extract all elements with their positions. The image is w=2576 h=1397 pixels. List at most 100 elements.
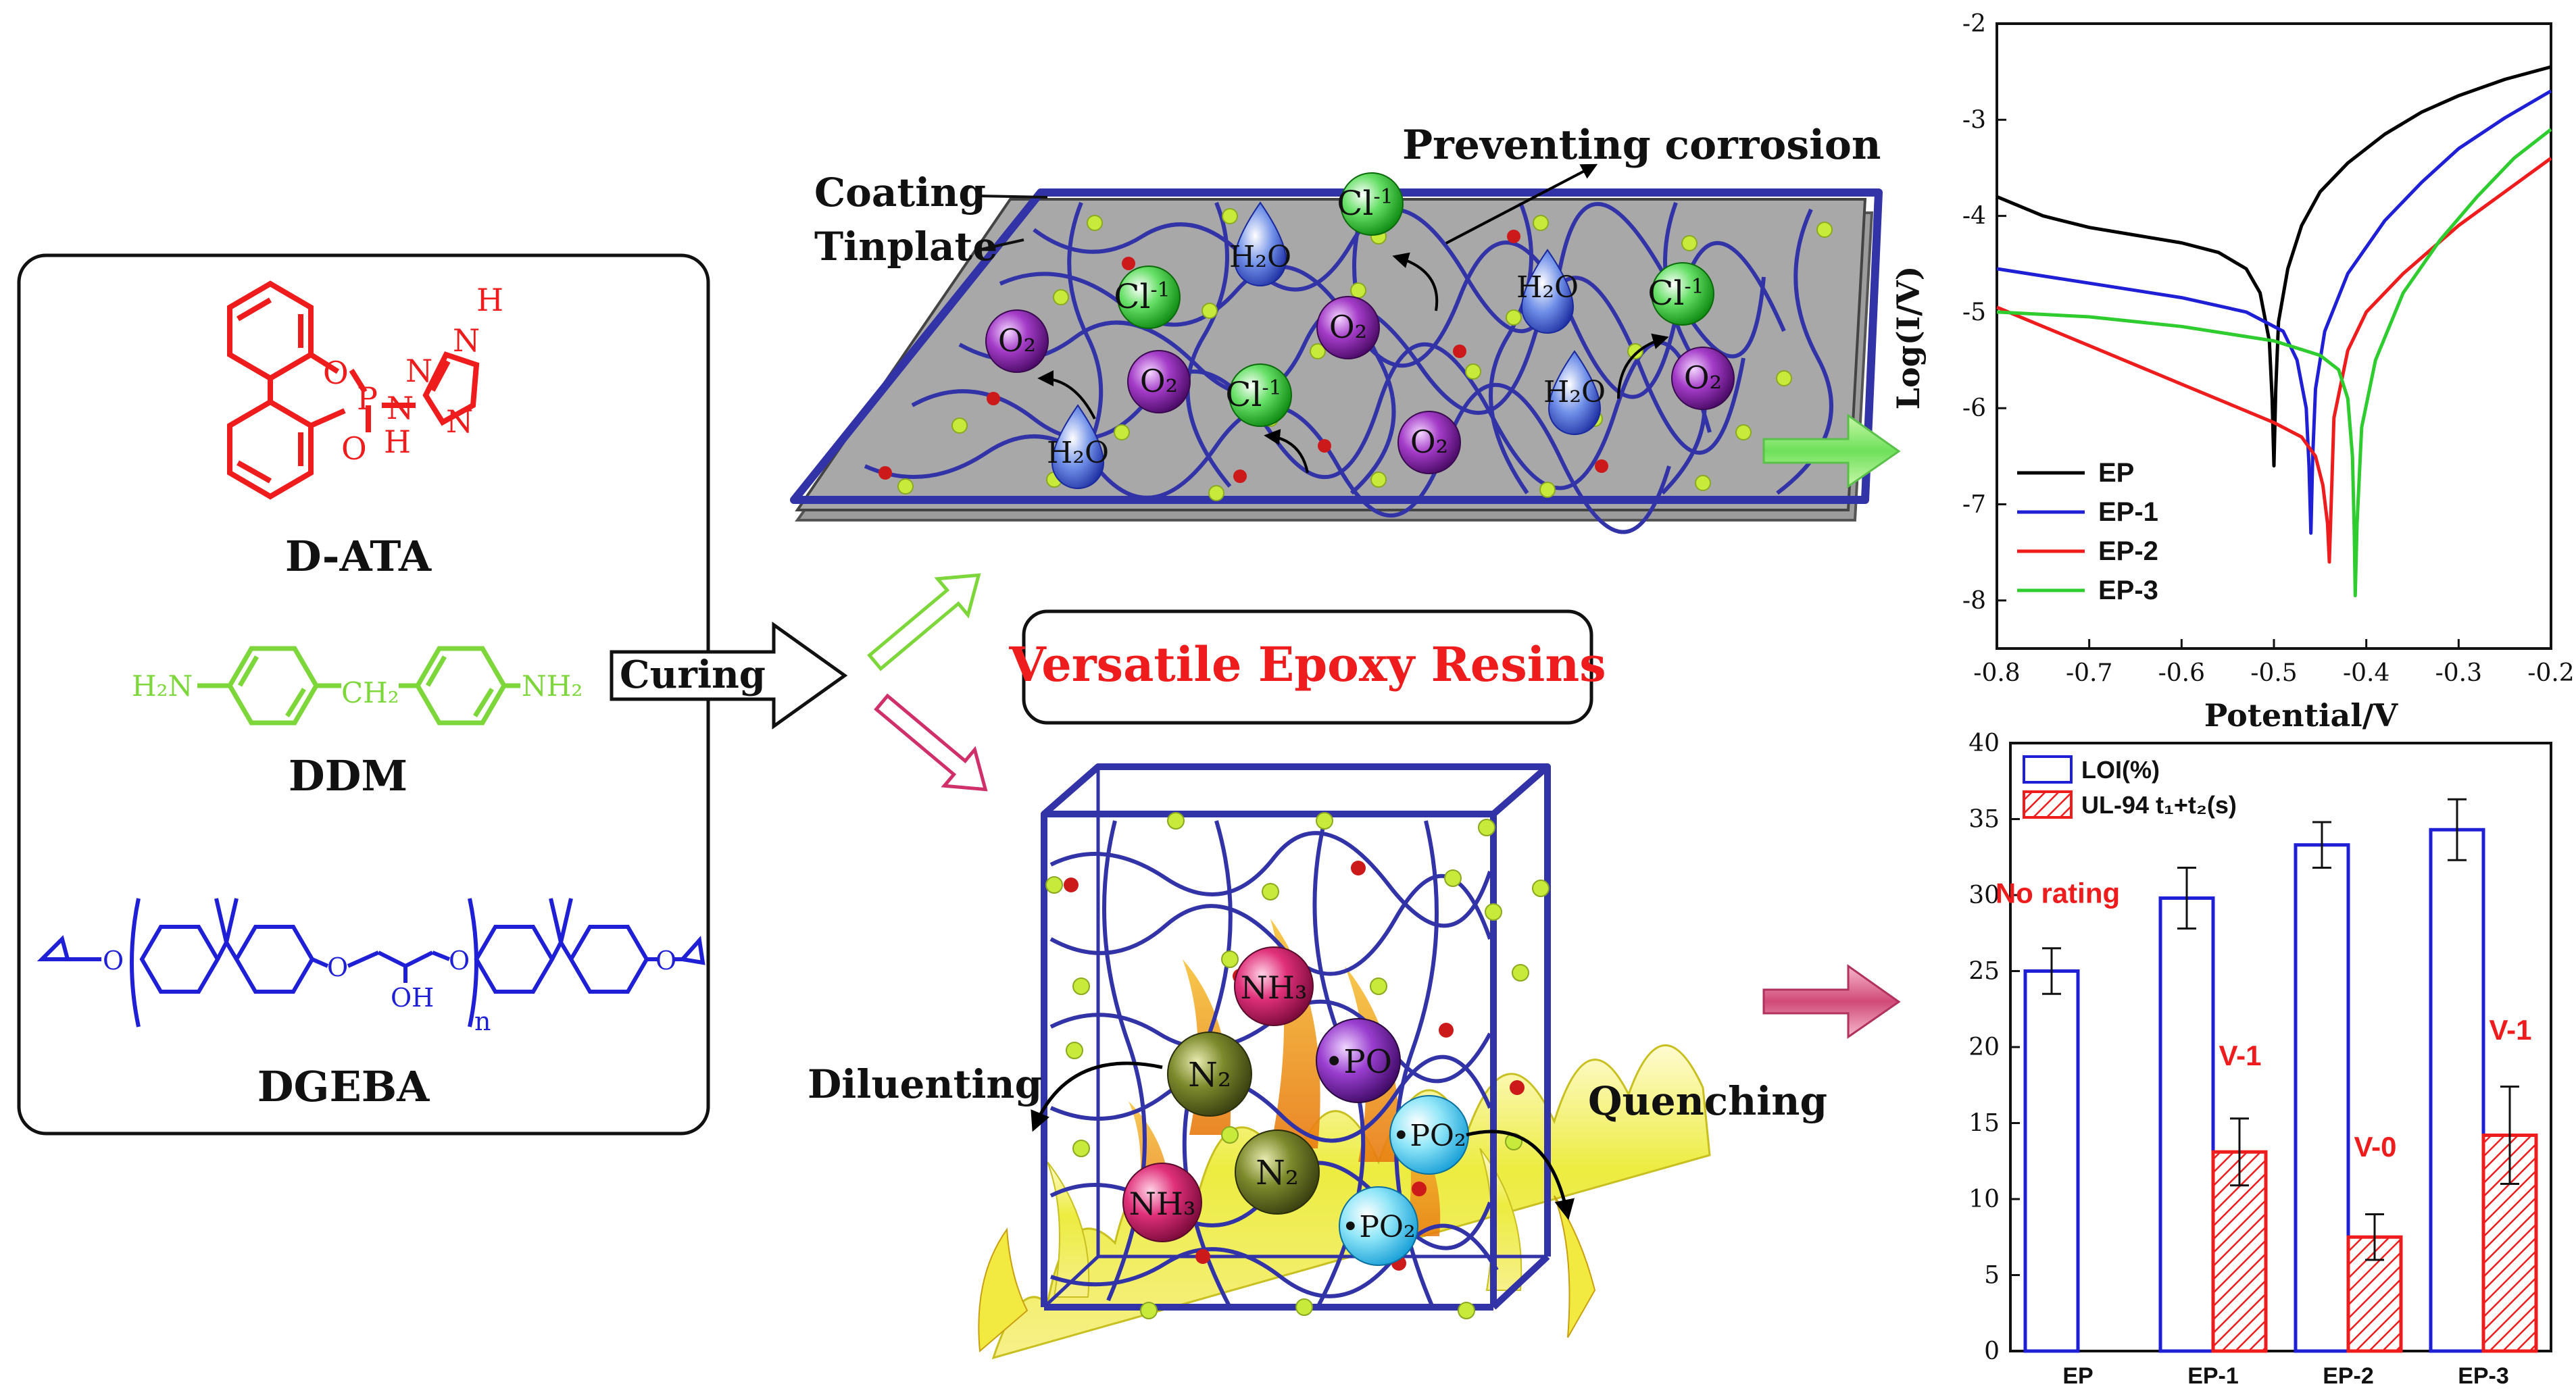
polarization-x-tick-label: -0.4 xyxy=(2343,659,2389,687)
polarization-x-tick-label: -0.6 xyxy=(2158,659,2205,687)
dgeba-atom-o3: O xyxy=(449,946,470,975)
nh3-molecule-2: NH₃ xyxy=(1122,1163,1202,1242)
bar-y-tick-label: 25 xyxy=(1968,958,2000,986)
water-drop-2: H₂O xyxy=(1516,249,1579,334)
bar-y-tick-label: 30 xyxy=(1968,882,2000,909)
coating-network-frame xyxy=(790,188,1883,504)
polarization-legend-label: EP-1 xyxy=(2098,497,2158,527)
polarization-y-tick-label: -7 xyxy=(1962,491,1986,519)
svg-text:O₂: O₂ xyxy=(1410,424,1448,460)
center-title: Versatile Epoxy Resins xyxy=(1008,636,1606,692)
diluenting-label: Diluenting xyxy=(808,1061,1042,1107)
svg-text:NH₃: NH₃ xyxy=(1129,1186,1196,1222)
dgeba-repeat-n: n xyxy=(474,1007,491,1036)
d-ata-atoms: O P O N H N N H N xyxy=(323,282,503,467)
o2-molecule-2: O₂ xyxy=(1127,350,1191,413)
svg-text:•PO: •PO xyxy=(1324,1043,1392,1081)
polarization-legend-label: EP xyxy=(2098,458,2134,488)
dgeba-label: DGEBA xyxy=(257,1062,430,1111)
cl-ion-3: Cl-1 xyxy=(1225,363,1292,427)
ddm-label: DDM xyxy=(289,751,407,801)
rating-annotation: No rating xyxy=(1996,877,2120,909)
svg-text:•PO₂: •PO₂ xyxy=(1392,1119,1466,1153)
d-ata-atom-n2: N xyxy=(405,353,432,389)
bar-y-tick-label: 20 xyxy=(1968,1034,2000,1061)
svg-text:Cl-1: Cl-1 xyxy=(1648,274,1704,313)
d-ata-atom-p: P xyxy=(357,380,378,417)
flame-crosslinks xyxy=(1045,812,1550,1319)
svg-text:H₂O: H₂O xyxy=(1516,270,1579,305)
svg-text:O₂: O₂ xyxy=(1140,363,1178,399)
svg-text:Cl-1: Cl-1 xyxy=(1337,184,1393,223)
water-drop-3: H₂O xyxy=(1543,350,1606,435)
bar-y-tick-label: 0 xyxy=(1984,1338,2000,1365)
curing-arrow: Curing xyxy=(610,621,848,730)
dgeba-atoms: O O OH O O n xyxy=(103,946,676,1036)
o2-molecule-4: O₂ xyxy=(1397,411,1461,474)
polarization-x-tick-label: -0.7 xyxy=(2066,659,2112,687)
bar-legend-swatch xyxy=(2023,755,2073,784)
coating-label: Coating xyxy=(814,170,986,215)
svg-text:N₂: N₂ xyxy=(1256,1153,1299,1192)
polarization-series-ep-2 xyxy=(1996,157,2552,564)
water-drop-4: H₂O xyxy=(1047,404,1109,489)
d-ata-atom-n4: N xyxy=(446,403,473,440)
bar-category-label: EP-3 xyxy=(2458,1363,2509,1389)
bar-category-label: EP-1 xyxy=(2187,1363,2239,1389)
bar-y-tick-label: 35 xyxy=(1968,806,2000,834)
arrow-to-polarization-chart xyxy=(1762,413,1901,488)
polarization-y-axis-label: Log(I/V) xyxy=(1890,266,1927,410)
polarization-series-ep-3 xyxy=(1996,128,2552,598)
nh3-molecule-1: NH₃ xyxy=(1234,946,1314,1026)
ddm-right-group: NH₂ xyxy=(522,669,583,703)
polarization-x-tick-label: -0.5 xyxy=(2250,659,2297,687)
polarization-chart: Potential/V Log(I/V) -0.8 -0.7 -0.6 -0.5 -0.… xyxy=(1890,10,2575,734)
polarization-y-tick-label: -5 xyxy=(1962,299,1986,326)
branch-arrow-green xyxy=(867,573,981,671)
po2-radical-2: •PO₂ xyxy=(1339,1186,1418,1266)
polarization-series-ep xyxy=(1996,65,2552,468)
polarization-plot-frame xyxy=(1996,22,2552,650)
dgeba-atom-o4: O xyxy=(655,946,676,975)
o2-molecule-3: O₂ xyxy=(1316,296,1380,359)
preventing-corrosion-label: Preventing corrosion xyxy=(1402,122,1881,169)
n2-molecule-2: N₂ xyxy=(1235,1129,1320,1215)
quenching-label: Quenching xyxy=(1588,1078,1827,1124)
rating-annotation: V-1 xyxy=(2219,1040,2261,1071)
dgeba-atom-o1: O xyxy=(103,946,124,975)
polarization-x-tick-label: -0.8 xyxy=(1973,659,2020,687)
svg-text:O₂: O₂ xyxy=(1329,309,1367,345)
dgeba-structure xyxy=(36,898,705,1027)
loi-bar xyxy=(2294,843,2350,1353)
cl-ion-4: Cl-1 xyxy=(1648,262,1714,326)
svg-text:H₂O: H₂O xyxy=(1047,436,1109,470)
polarization-y-tick-label: -4 xyxy=(1962,203,1986,230)
bar-legend-label: UL-94 t₁+t₂(s) xyxy=(2081,791,2237,819)
center-title-box: Versatile Epoxy Resins xyxy=(1008,609,1606,725)
cl-ion-1: Cl-1 xyxy=(1337,172,1404,236)
flame-schematic: NH₃ NH₃ N₂ N₂ •PO •PO₂ •PO₂ xyxy=(808,763,1827,1360)
d-ata-atom-n3: N xyxy=(453,322,480,359)
d-ata-atom-n: N xyxy=(387,390,414,426)
rating-annotation: V-0 xyxy=(2354,1131,2396,1163)
ddm-bridge: CH₂ xyxy=(341,676,399,709)
polarization-y-tick-label: -3 xyxy=(1962,106,1986,134)
loi-bar xyxy=(2023,969,2080,1353)
d-ata-atom-h2: H xyxy=(476,282,503,318)
tinplate-label: Tinplate xyxy=(814,224,997,270)
loi-bar xyxy=(2429,828,2485,1353)
svg-text:Cl-1: Cl-1 xyxy=(1114,277,1170,316)
ddm-left-group: H₂N xyxy=(132,669,193,703)
svg-text:H₂O: H₂O xyxy=(1229,240,1291,274)
polarization-series-ep-1 xyxy=(1996,89,2552,535)
polarization-x-tick-label: -0.2 xyxy=(2527,659,2574,687)
d-ata-atom-o2: O xyxy=(341,430,367,467)
water-drop-1: H₂O xyxy=(1229,201,1291,286)
polarization-x-axis-label: Potential/V xyxy=(2204,697,2399,734)
polarization-y-tick-label: -2 xyxy=(1962,10,1986,38)
po2-radical-1: •PO₂ xyxy=(1389,1095,1469,1175)
arrow-to-bar-chart xyxy=(1762,964,1901,1039)
bar-y-tick-label: 40 xyxy=(1968,730,2000,757)
